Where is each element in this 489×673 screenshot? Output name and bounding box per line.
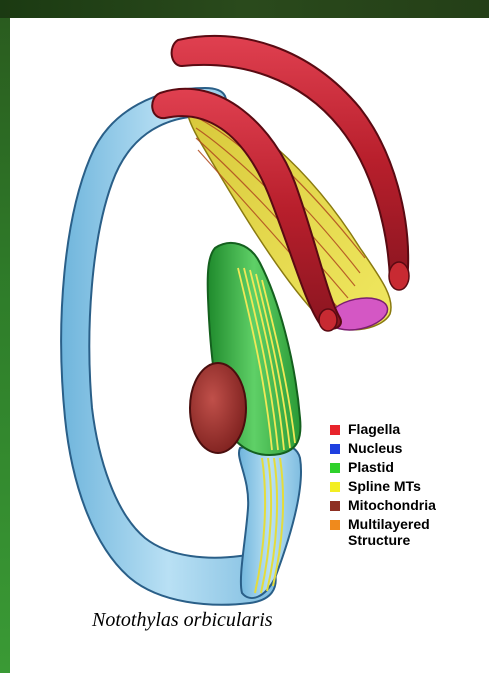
legend-label: Nucleus	[348, 440, 402, 456]
flagella-swatch	[330, 425, 340, 435]
legend-label: Mitochondria	[348, 497, 436, 513]
legend-item-nucleus: Nucleus	[330, 440, 485, 458]
legend-label: Plastid	[348, 459, 394, 475]
legend-label: Multilayered Structure	[348, 516, 448, 548]
legend-item-mitochondria: Mitochondria	[330, 497, 485, 515]
legend-item-spline-mts: Spline MTs	[330, 478, 485, 496]
legend: Flagella Nucleus Plastid Spline MTs Mito…	[330, 421, 485, 553]
nucleus-swatch	[330, 444, 340, 454]
spline-swatch	[330, 482, 340, 492]
mitochondrion	[190, 363, 246, 453]
sperm-cell-illustration	[10, 18, 489, 673]
legend-label: Spline MTs	[348, 478, 421, 494]
top-border	[0, 0, 489, 18]
multilayer-swatch	[330, 520, 340, 530]
legend-item-plastid: Plastid	[330, 459, 485, 477]
mitochondria-swatch	[330, 501, 340, 511]
legend-item-multilayered-structure: Multilayered Structure	[330, 516, 485, 552]
legend-label: Flagella	[348, 421, 400, 437]
species-caption: Notothylas orbicularis	[92, 609, 273, 632]
legend-item-flagella: Flagella	[330, 421, 485, 439]
left-border	[0, 0, 10, 673]
plastid-swatch	[330, 463, 340, 473]
